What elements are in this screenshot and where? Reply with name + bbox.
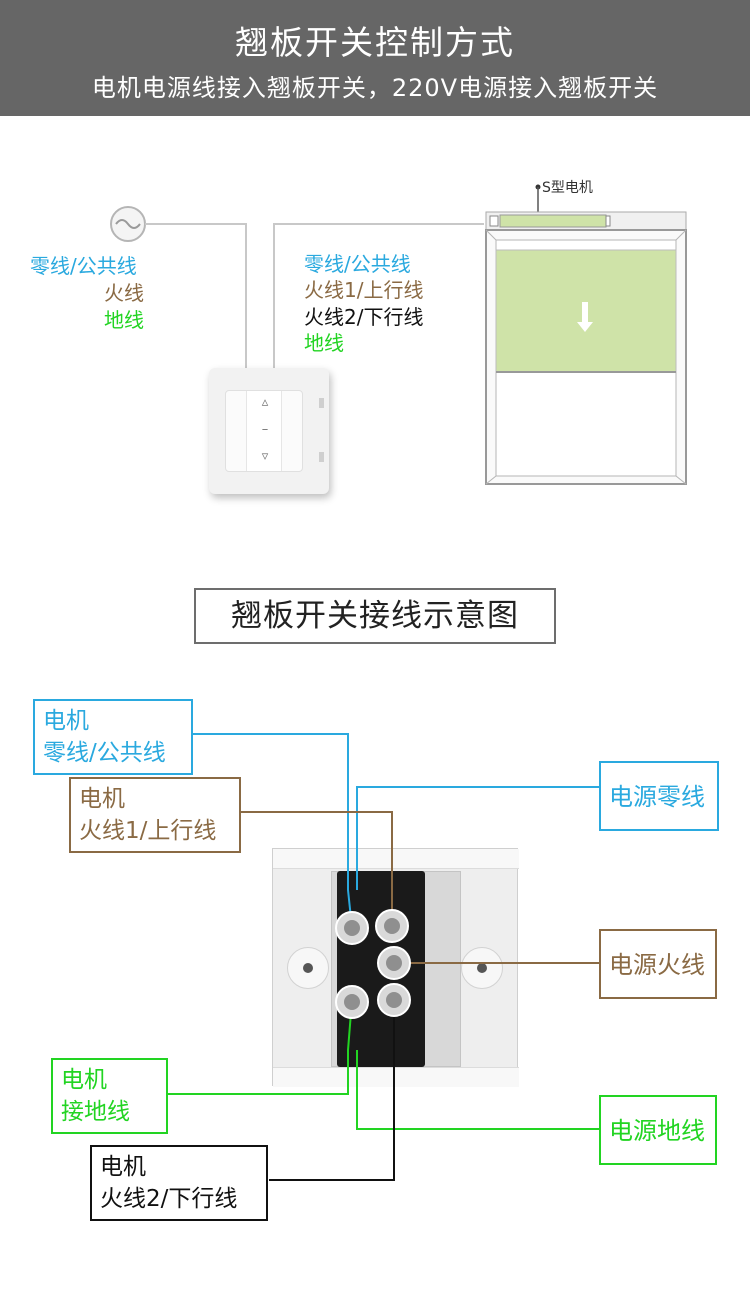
top-wiring-lines [110,206,484,372]
motor-live1-box: 电机 火线1/上行线 [69,777,241,853]
motor-live2-box: 电机 火线2/下行线 [90,1145,268,1221]
motor-live1-title: 电机 [79,786,125,812]
mount-hole-left [287,947,329,989]
motor-neutral-box: 电机 零线/公共线 [33,699,193,775]
up-arrow-icon: ▵ [261,395,269,410]
mount-hole-right [461,947,503,989]
motor-ground-desc: 接地线 [61,1099,130,1125]
stop-dash-icon: – [261,422,269,437]
motor-live2-title: 电机 [100,1154,146,1180]
terminal-screw-icon [377,946,411,980]
motor-name-label: S型电机 [542,180,593,196]
motor-live1-label: 火线1/上行线 [304,278,424,302]
motor-ground-title: 电机 [61,1067,107,1093]
power-ground-label: 电源地线 [609,1117,705,1145]
motor-ground-label: 地线 [304,331,344,355]
motor-ground-box: 电机 接地线 [51,1058,168,1134]
power-live-box: 电源火线 [599,929,717,999]
terminal-screw-icon [375,909,409,943]
rocker-switch-plate: ▵ – ▿ [225,390,303,472]
down-arrow-icon: ▿ [261,449,269,464]
terminal-screw-icon [335,985,369,1019]
page-title: 翘板开关控制方式 [235,23,515,62]
terminal-screw-icon [335,911,369,945]
section-title: 翘板开关接线示意图 [194,588,556,644]
rocker-buttons: ▵ – ▿ [246,391,282,471]
motor-live2-label: 火线2/下行线 [304,305,424,329]
source-neutral-label: 零线/公共线 [30,254,137,278]
motor-live2-desc: 火线2/下行线 [100,1186,238,1212]
terminal-screw-icon [377,983,411,1017]
page-subtitle: 电机电源线接入翘板开关，220V电源接入翘板开关 [91,74,659,102]
roller-blind-illustration [485,184,687,485]
motor-neutral-title: 电机 [43,708,89,734]
motor-live1-desc: 火线1/上行线 [79,818,217,844]
power-live-label: 电源火线 [609,951,705,979]
header-banner: 翘板开关控制方式 电机电源线接入翘板开关，220V电源接入翘板开关 [0,0,750,116]
rocker-switch: ▵ – ▿ [209,368,329,494]
source-ground-label: 地线 [104,308,144,332]
power-ground-box: 电源地线 [599,1095,717,1165]
motor-neutral-desc: 零线/公共线 [43,740,166,766]
power-neutral-box: 电源零线 [599,761,719,831]
power-neutral-label: 电源零线 [609,783,705,811]
motor-neutral-label: 零线/公共线 [304,252,411,276]
source-live-label: 火线 [104,281,144,305]
